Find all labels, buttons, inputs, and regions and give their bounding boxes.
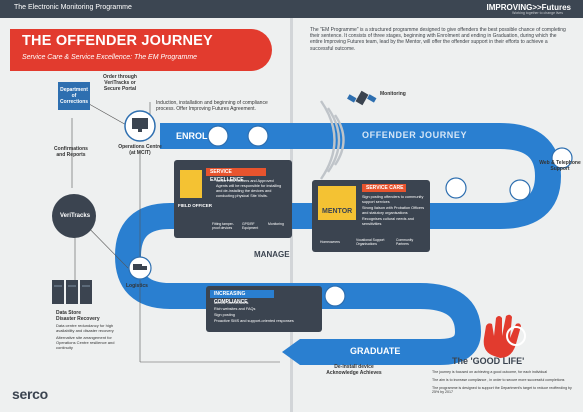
stage-enrol: ENROL [176, 131, 208, 141]
compliance-tab: INCREASING COMPLIANCE [210, 290, 274, 305]
compliance-bullet-4: Proactive SMS and support-oriented respo… [214, 319, 294, 323]
good-life-bullet-3: The programme is designed to support the… [432, 386, 572, 395]
deinstall-label: De-install device Acknowledge Achieves [326, 364, 382, 376]
mentor-avatar [318, 186, 356, 220]
data-note-2: Alternative site arrangement for Operati… [56, 335, 115, 350]
induction-label: Induction, installation and beginning of… [156, 100, 268, 112]
journey-node-2 [509, 179, 531, 201]
satellite-icon [347, 90, 377, 106]
mentor-node [445, 177, 467, 199]
se-icon-label-3: Monitoring [268, 222, 284, 226]
compliance-bullet-2: Rich websites and FAQs [214, 307, 256, 311]
monitoring-label: Monitoring [380, 91, 406, 97]
sc-icon-label-2: Vocational Support Organisations [356, 238, 385, 246]
enrol-device-node [247, 125, 269, 147]
stage-manage: MANAGE [254, 250, 290, 259]
road-enrol [160, 123, 562, 229]
confirmations-label: Confirmations and Reports [54, 146, 88, 158]
top-bar: The Electronic Monitoring Programme IMPR… [0, 0, 583, 18]
mentor-role: MENTOR [322, 208, 353, 215]
improving-futures-logo: IMPROVING>>Futures [486, 3, 571, 12]
sc-icon-label-1: Homeowners [320, 240, 340, 244]
ops-centre-label: Operations Centre (at MCIT) [118, 144, 162, 156]
graduate-arrow [282, 339, 300, 365]
monitor-icon [124, 110, 156, 142]
field-officer-role: FIELD OFFICER [178, 203, 212, 208]
header-banner [10, 29, 272, 71]
service-care-bullet-1: Sign posting offenders to community supp… [362, 195, 424, 204]
order-through-label: Order through VeriTracks or Secure Porta… [103, 74, 137, 92]
service-care-bullet-3: Recognises cultural needs and sensitivit… [362, 217, 414, 226]
truck-icon [128, 256, 152, 280]
service-excellence-text: Serco Field Officers and Approved Agents… [216, 179, 282, 198]
page-subtitle: Service Care & Service Excellence: The E… [22, 54, 198, 61]
data-store-label: Data Store Disaster Recovery [56, 310, 100, 322]
good-life-bullet-2: The aim is to increase compliance , in o… [432, 378, 565, 382]
server-icon [52, 280, 92, 304]
stage-journey: OFFENDER JOURNEY [362, 130, 468, 140]
veritracks-label: VeriTracks [60, 213, 91, 219]
page-title: THE OFFENDER JOURNEY [22, 33, 213, 49]
data-note-1: Data centre redundancy for high availabi… [56, 323, 114, 333]
good-life-bullet-1: The journey is focused on achieving a go… [432, 370, 548, 374]
sc-icon-label-3: Community Partners [396, 238, 414, 246]
logistics-label: Logistics [126, 283, 148, 289]
field-officer-avatar [180, 170, 202, 198]
veritracks-hub [52, 194, 96, 238]
intro-paragraph: The "EM Programme" is a structured progr… [310, 27, 566, 52]
serco-logo: serco [12, 386, 48, 402]
service-care-tab: SERVICE CARE [362, 184, 406, 192]
stage-graduate: GRADUATE [350, 346, 401, 356]
journey-node-1 [551, 147, 573, 169]
good-life-title: The 'GOOD LIFE' [452, 356, 525, 366]
web-support-label: Web & Telephone Support [539, 160, 581, 172]
compliance-bullet-3: Sign posting [214, 313, 235, 317]
service-care-bullet-2: Strong liaison with Probation Officers a… [362, 206, 425, 215]
se-icon-label-1: Fitting tamper-proof devices [212, 222, 234, 230]
service-excellence-tab: SERVICE EXCELLENCE [206, 168, 266, 183]
logo-tagline: Working together to change lives [512, 11, 563, 15]
se-icon-label-2: GPS/RF Equipment [242, 222, 259, 230]
hand-icon [483, 314, 526, 358]
manage-node [324, 285, 346, 307]
compliance-bullet-1: Mentor interventions [214, 301, 249, 305]
enrol-person-node [207, 125, 229, 147]
department-box: Department of Corrections [58, 82, 90, 110]
publication-title: The Electronic Monitoring Programme [14, 4, 132, 11]
